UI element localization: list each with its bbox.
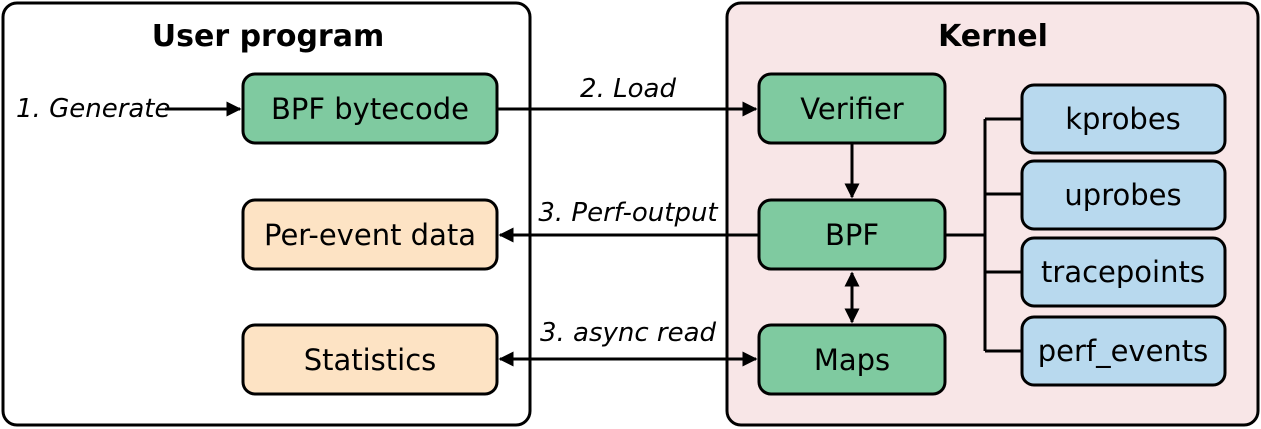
per-event-data-box xyxy=(241,198,499,271)
perf-events-label: perf_events xyxy=(1038,334,1209,368)
tracepoints-label: tracepoints xyxy=(1041,255,1205,289)
per-event-data-label: Per-event data xyxy=(264,218,476,252)
bpf-bytecode-label: BPF bytecode xyxy=(271,92,469,126)
bpf-bytecode-box xyxy=(241,72,499,145)
user-program-title: User program xyxy=(152,19,384,54)
statistics-label: Statistics xyxy=(304,343,437,377)
kernel-title: Kernel xyxy=(938,19,1048,54)
maps-label: Maps xyxy=(814,343,890,377)
generate-label: 1. Generate xyxy=(16,94,171,124)
kprobes-label: kprobes xyxy=(1065,102,1181,136)
tracepoints-box xyxy=(1020,236,1227,308)
load-label: 2. Load xyxy=(580,74,676,104)
kprobes-box xyxy=(1020,83,1227,155)
verifier-label: Verifier xyxy=(800,92,904,126)
perf-events-box xyxy=(1020,315,1227,387)
perf-output-label: 3. Perf-output xyxy=(538,198,718,228)
bpf-label: BPF xyxy=(825,218,879,252)
uprobes-box xyxy=(1020,159,1227,231)
sources-bracket xyxy=(945,117,1022,353)
async-read-label: 3. async read xyxy=(540,318,717,348)
maps-box xyxy=(757,323,947,396)
statistics-box xyxy=(241,323,499,396)
uprobes-label: uprobes xyxy=(1064,178,1181,212)
verifier-box xyxy=(757,72,947,145)
bpf-box xyxy=(757,198,947,271)
